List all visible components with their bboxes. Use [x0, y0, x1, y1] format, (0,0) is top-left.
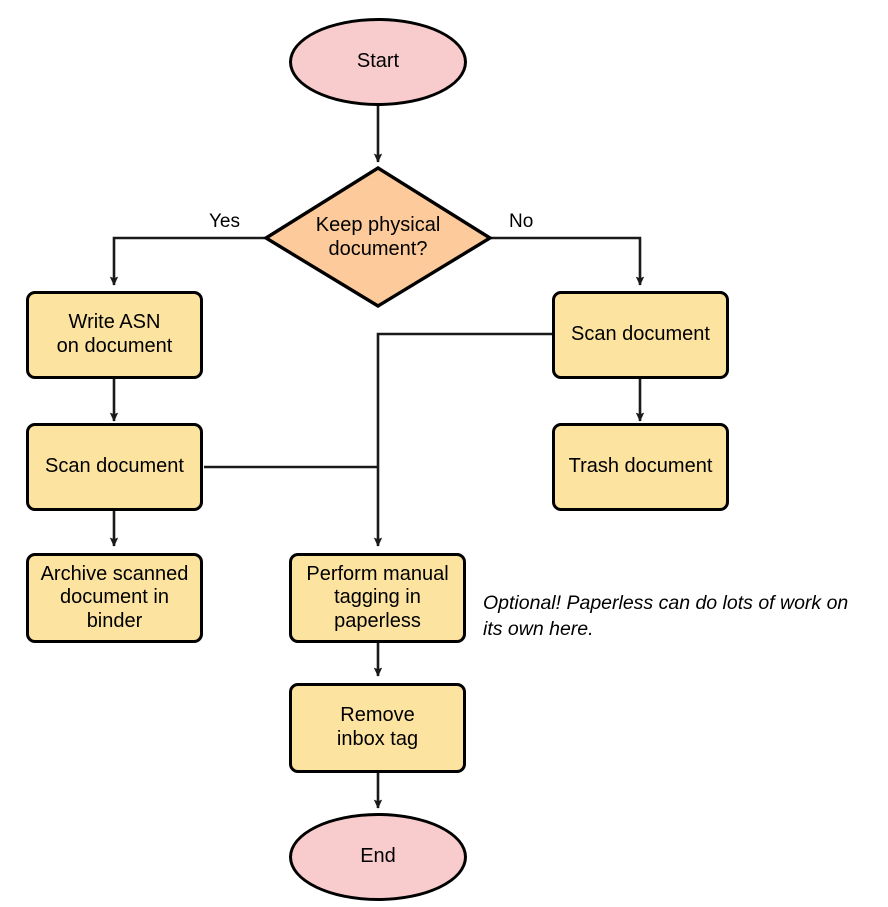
node-archive-label: Archive scanned document in binder	[40, 562, 189, 632]
node-trash-document[interactable]: Trash document	[552, 423, 729, 511]
node-scan-document-left-label: Scan document	[45, 455, 184, 478]
node-end[interactable]: End	[289, 813, 467, 901]
node-remove-inbox-tag-label: Remove inbox tag	[336, 704, 419, 750]
edge-label-no: No	[509, 211, 534, 232]
note-optional-paperless: Optional! Paperless can do lots of work …	[483, 592, 849, 641]
node-tagging-label: Perform manual tagging in paperless	[306, 562, 449, 632]
decision-diamond-shape	[262, 165, 494, 308]
node-start[interactable]: Start	[289, 18, 467, 106]
node-start-label: Start	[356, 50, 400, 73]
node-write-asn-label: Write ASN on document	[56, 311, 173, 357]
edge-decision-yes-to-write-asn	[109, 236, 265, 286]
edge-label-yes: Yes	[209, 211, 240, 232]
node-scan-document-left[interactable]: Scan document	[26, 423, 203, 511]
edge-decision-no-to-scan-right	[490, 236, 645, 286]
node-remove-inbox-tag[interactable]: Remove inbox tag	[289, 683, 466, 773]
edge-scan-right-to-tagging	[373, 332, 552, 547]
node-scan-document-right-label: Scan document	[571, 323, 710, 346]
node-perform-manual-tagging-in-paperless[interactable]: Perform manual tagging in paperless	[289, 553, 466, 643]
node-end-label: End	[360, 845, 396, 868]
node-scan-document-right[interactable]: Scan document	[552, 291, 729, 379]
node-archive-scanned-document-in-binder[interactable]: Archive scanned document in binder	[26, 553, 203, 643]
node-trash-document-label: Trash document	[568, 455, 713, 478]
node-write-asn-on-document[interactable]: Write ASN on document	[26, 291, 203, 379]
